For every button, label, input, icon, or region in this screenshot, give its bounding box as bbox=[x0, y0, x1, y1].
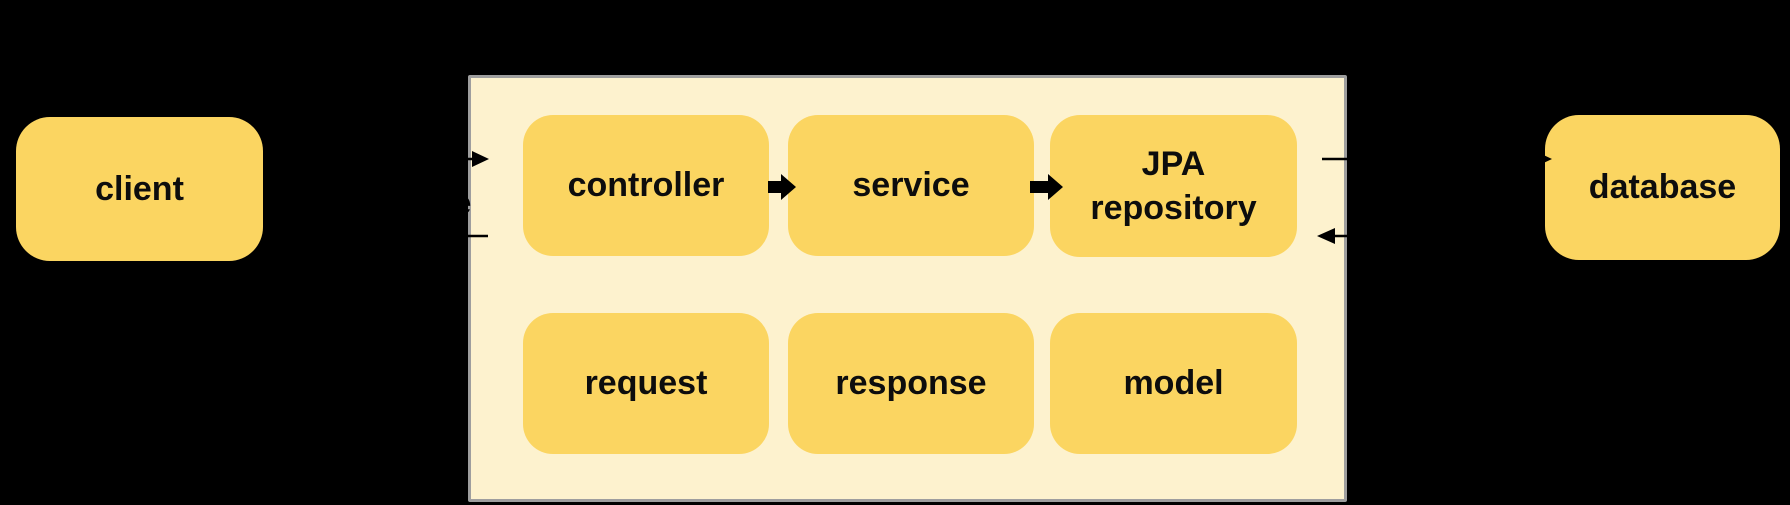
node-response: response bbox=[788, 313, 1034, 454]
clipped-label-fragment: e bbox=[453, 184, 472, 221]
node-model-label: model bbox=[1123, 364, 1224, 403]
node-request-label: request bbox=[584, 364, 708, 403]
node-request: request bbox=[523, 313, 769, 454]
arrow-database-to-jpa-icon bbox=[1317, 228, 1545, 244]
arrow-jpa-to-database-icon bbox=[1322, 151, 1552, 167]
node-jpa-repository: JPA repository bbox=[1050, 115, 1297, 257]
node-service-label: service bbox=[852, 166, 970, 205]
node-model: model bbox=[1050, 313, 1297, 454]
node-jpa-repository-label: JPA repository bbox=[1090, 145, 1257, 227]
node-client: client bbox=[16, 117, 263, 261]
node-controller-label: controller bbox=[567, 166, 725, 205]
node-database-label: database bbox=[1588, 168, 1737, 207]
arrow-controller-to-client-icon bbox=[265, 228, 488, 244]
node-client-label: client bbox=[95, 169, 184, 208]
node-controller: controller bbox=[523, 115, 769, 256]
node-database: database bbox=[1545, 115, 1780, 260]
arrow-client-to-controller-icon bbox=[263, 151, 489, 167]
node-response-label: response bbox=[835, 364, 987, 403]
node-service: service bbox=[788, 115, 1034, 256]
